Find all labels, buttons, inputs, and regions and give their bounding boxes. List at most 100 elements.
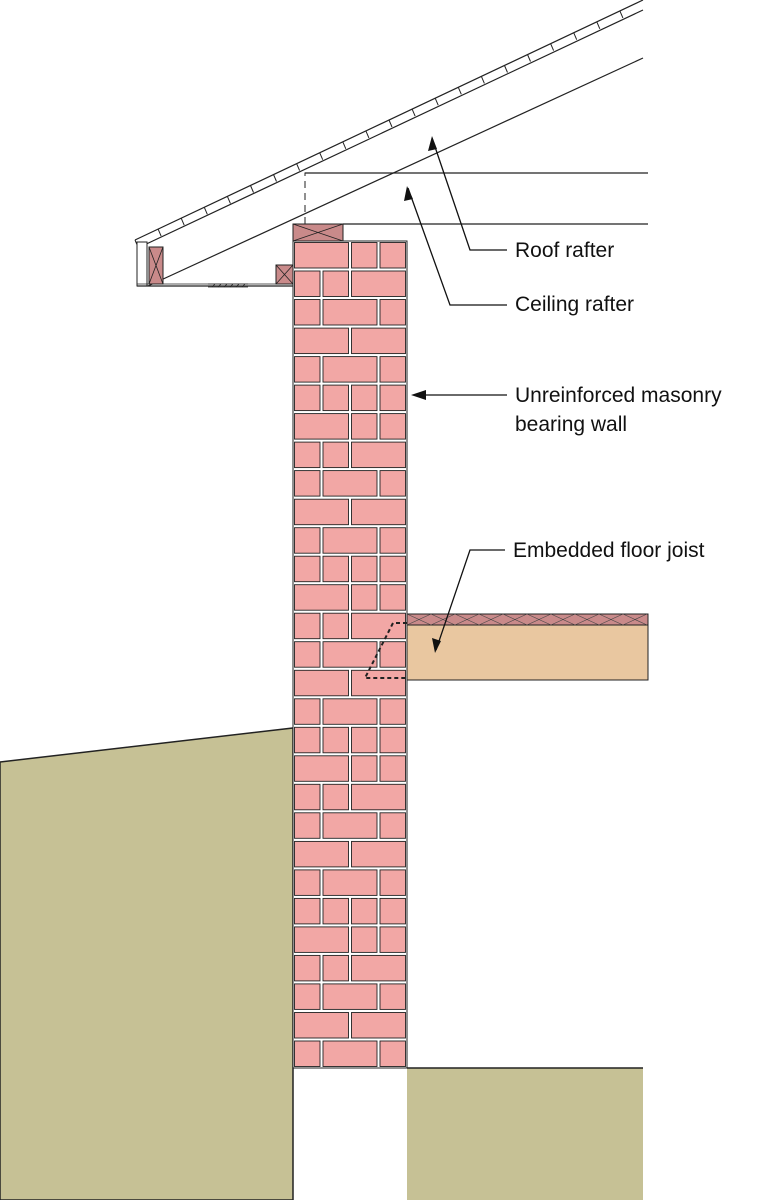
brick	[322, 470, 378, 497]
soffit-nailer	[275, 264, 294, 285]
brick	[322, 270, 349, 297]
soffit-vent	[208, 283, 248, 288]
brick	[294, 954, 321, 982]
brick	[351, 327, 406, 355]
brick	[379, 470, 406, 497]
brick	[351, 954, 406, 982]
brick	[294, 983, 321, 1010]
brick	[379, 926, 406, 953]
brick	[379, 726, 406, 754]
brick	[294, 356, 321, 383]
top-plate	[292, 223, 344, 242]
brick	[322, 555, 349, 583]
brick	[294, 783, 321, 811]
brick	[379, 356, 406, 383]
brick	[322, 983, 378, 1010]
brick	[322, 641, 378, 668]
brick	[294, 612, 321, 640]
brick	[351, 783, 406, 811]
brick	[294, 441, 321, 469]
brick	[322, 612, 349, 640]
brick	[294, 555, 321, 583]
brick	[322, 356, 378, 383]
brick	[322, 783, 349, 811]
brick	[294, 669, 349, 697]
label-floor-joist: Embedded floor joist	[513, 539, 705, 562]
label-ceiling-rafter: Ceiling rafter	[515, 293, 634, 316]
brick	[294, 242, 349, 269]
brick	[351, 498, 406, 526]
brick	[379, 299, 406, 326]
brick	[294, 1040, 321, 1067]
brick	[379, 584, 406, 611]
brick	[294, 470, 321, 497]
brick	[294, 270, 321, 297]
brick	[322, 441, 349, 469]
brick	[379, 527, 406, 554]
brick	[294, 840, 349, 868]
brick	[351, 612, 406, 640]
brick	[379, 869, 406, 896]
brick	[322, 812, 378, 839]
brick	[294, 527, 321, 554]
brick	[294, 641, 321, 668]
leader-floor-joist	[432, 549, 505, 653]
label-roof-rafter: Roof rafter	[515, 239, 614, 262]
brick	[322, 698, 378, 725]
brick	[379, 413, 406, 440]
brick	[379, 698, 406, 725]
brick	[351, 555, 378, 583]
brick	[322, 527, 378, 554]
brick	[379, 1040, 406, 1067]
brick	[379, 242, 406, 269]
leader-roof-rafter	[428, 136, 507, 251]
brick	[351, 270, 406, 297]
brick	[294, 413, 349, 440]
brick	[351, 441, 406, 469]
brick	[351, 726, 378, 754]
brick	[294, 755, 349, 782]
leader-ceiling-rafter	[404, 186, 507, 306]
fascia-block	[148, 246, 164, 285]
brick	[322, 299, 378, 326]
brick	[379, 755, 406, 782]
brick	[294, 299, 321, 326]
ceiling-rafter-hidden-end	[304, 172, 392, 224]
brick	[351, 669, 406, 697]
brick	[322, 869, 378, 896]
brick	[379, 641, 406, 668]
brick	[351, 926, 378, 953]
joist-embedment-outline	[363, 622, 407, 679]
brick	[294, 869, 321, 896]
brick	[351, 1012, 406, 1039]
brick	[322, 384, 349, 412]
brick	[351, 840, 406, 868]
brick	[379, 983, 406, 1010]
brick	[322, 726, 349, 754]
brick	[379, 384, 406, 412]
leader-wall	[411, 390, 507, 400]
brick	[351, 242, 378, 269]
brick	[351, 755, 378, 782]
floor-joist	[406, 624, 649, 681]
brick	[351, 897, 378, 925]
ground-left	[0, 727, 294, 1200]
brick	[294, 726, 321, 754]
brick	[351, 413, 378, 440]
brick-wall	[292, 240, 408, 1069]
brick	[322, 897, 349, 925]
brick	[294, 926, 349, 953]
brick	[294, 584, 349, 611]
brick	[351, 384, 378, 412]
roof-rafter-bottom	[147, 57, 644, 287]
brick	[294, 897, 321, 925]
fascia	[136, 241, 148, 287]
brick	[322, 954, 349, 982]
brick	[294, 498, 349, 526]
brick	[379, 555, 406, 583]
ground-right	[407, 1068, 643, 1200]
brick	[351, 584, 378, 611]
brick	[294, 384, 321, 412]
brick	[294, 698, 321, 725]
brick	[322, 1040, 378, 1067]
